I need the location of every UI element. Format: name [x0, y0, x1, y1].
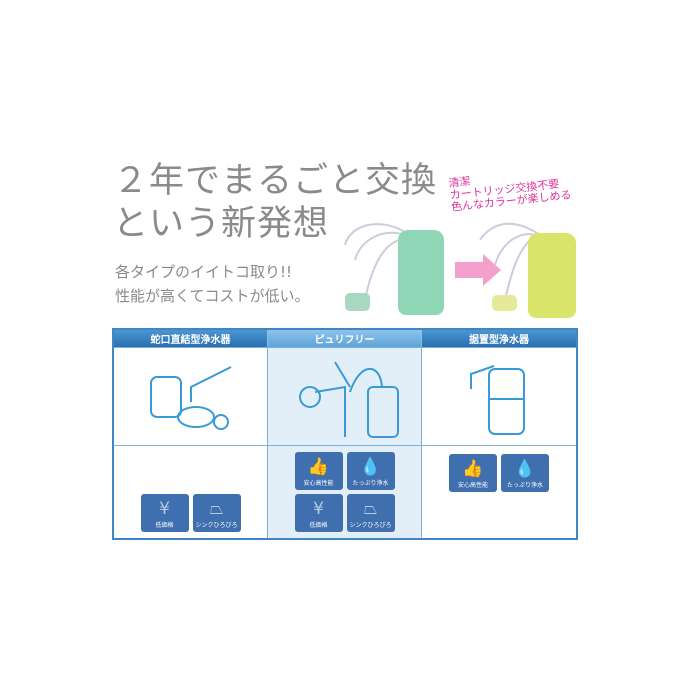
- countertop-badges: 👍 安心高性能 💧 たっぷり浄水: [422, 445, 576, 538]
- badge-label: 低価格: [309, 522, 328, 529]
- header-countertop-type: 据置型浄水器: [422, 330, 576, 347]
- badge-label: たっぷり浄水: [506, 482, 543, 489]
- headline: ２年でまるごと交換 という新発想: [113, 160, 437, 246]
- countertop-filter-illustration: [422, 347, 576, 445]
- badge-label: 安心高性能: [303, 480, 334, 487]
- badge-sink-space: ⏢ シンクひろびろ: [192, 494, 241, 532]
- thumbs-up-icon: 👍: [462, 459, 484, 479]
- countertop-filter-icon: [470, 365, 525, 435]
- water-drop-icon: 💧: [359, 457, 382, 477]
- badge-sink-space: ⏢ シンクひろびろ: [346, 494, 395, 532]
- yen-icon: ¥: [159, 499, 170, 519]
- faucet-badges: ¥ 低価格 ⏢ シンクひろびろ: [114, 445, 268, 538]
- headline-line1: ２年でまるごと交換: [113, 161, 438, 201]
- yen-icon: ¥: [313, 499, 324, 519]
- faucet-filter-icon: [149, 365, 231, 430]
- subtitle: 各タイプのイイトコ取り!! 性能が高くてコストが低い。: [115, 260, 310, 308]
- badge-label: 低価格: [155, 522, 174, 529]
- badge-plenty-water: 💧 たっぷり浄水: [346, 452, 395, 490]
- subtitle-line2: 性能が高くてコストが低い。: [115, 287, 310, 305]
- green-filter-product: [340, 215, 450, 320]
- badge-label: シンクひろびろ: [349, 522, 392, 529]
- badge-low-price: ¥ 低価格: [294, 494, 343, 532]
- badge-high-performance: 👍 安心高性能: [449, 454, 497, 492]
- badge-plenty-water: 💧 たっぷり浄水: [501, 454, 549, 492]
- arrow-icon-shape: [455, 262, 483, 278]
- badge-label: シンクひろびろ: [195, 522, 238, 529]
- subtitle-line1: 各タイプのイイトコ取り!!: [115, 263, 293, 281]
- badge-high-performance: 👍 安心高性能: [294, 452, 343, 490]
- headline-line2: という新発想: [113, 204, 330, 244]
- sink-icon: ⏢: [209, 499, 224, 519]
- sink-icon: ⏢: [363, 499, 378, 519]
- purifree-badges: 👍 安心高性能 💧 たっぷり浄水 ¥ 低価格 ⏢ シンクひろびろ: [268, 445, 422, 538]
- header-purifree: ピュリフリー: [268, 330, 422, 347]
- yellow-filter-product: [470, 215, 585, 320]
- comparison-table: 蛇口直結型浄水器 ピュリフリー 据置型浄水器 ¥ 低価格 ⏢ シンクひろびろ 👍 安心…: [112, 328, 578, 540]
- faucet-filter-illustration: [114, 347, 268, 445]
- callout: 清潔 カートリッジ交換不要 色んなカラーが楽しめる: [448, 165, 572, 214]
- water-drop-icon: 💧: [514, 459, 536, 479]
- badge-label: 安心高性能: [457, 482, 488, 489]
- purifree-icon: [298, 360, 399, 438]
- badge-low-price: ¥ 低価格: [140, 494, 189, 532]
- thumbs-up-icon: 👍: [307, 457, 330, 477]
- badge-label: たっぷり浄水: [352, 480, 389, 487]
- header-faucet-type: 蛇口直結型浄水器: [114, 330, 268, 347]
- purifree-illustration: [268, 347, 422, 445]
